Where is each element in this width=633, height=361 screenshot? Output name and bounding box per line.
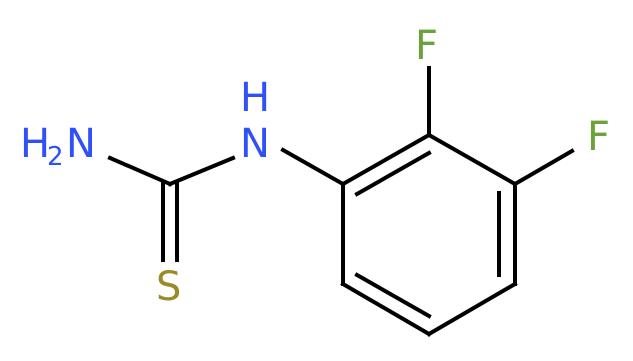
- atom-nh-h: H: [240, 75, 270, 121]
- bond-ring-c4-c5: [426, 281, 518, 337]
- atom-nh2-n: N: [66, 121, 96, 167]
- bond-ring-c1-c2-inner: [354, 150, 432, 197]
- bond-ring-c5-c6: [340, 281, 432, 337]
- bond-ring-c5-c6-inner: [354, 272, 432, 319]
- atom-nh2-h: H: [20, 121, 50, 167]
- atom-nh-n: N: [240, 121, 270, 167]
- bond-c3-f2: [512, 148, 575, 187]
- bond-c-nh: [167, 155, 236, 187]
- bond-ring-c2-c3: [426, 132, 518, 187]
- atom-labels: H 2 N H N F F S: [20, 23, 610, 310]
- atom-f2: F: [587, 114, 610, 160]
- atom-s: S: [156, 264, 181, 310]
- bond-nh2-c: [107, 155, 173, 187]
- bonds: [107, 66, 575, 337]
- atom-nh2-sub: 2: [47, 142, 64, 172]
- bond-nh-c1: [280, 147, 346, 187]
- bond-ring-c1-c2: [340, 132, 432, 187]
- atom-f1: F: [415, 23, 438, 69]
